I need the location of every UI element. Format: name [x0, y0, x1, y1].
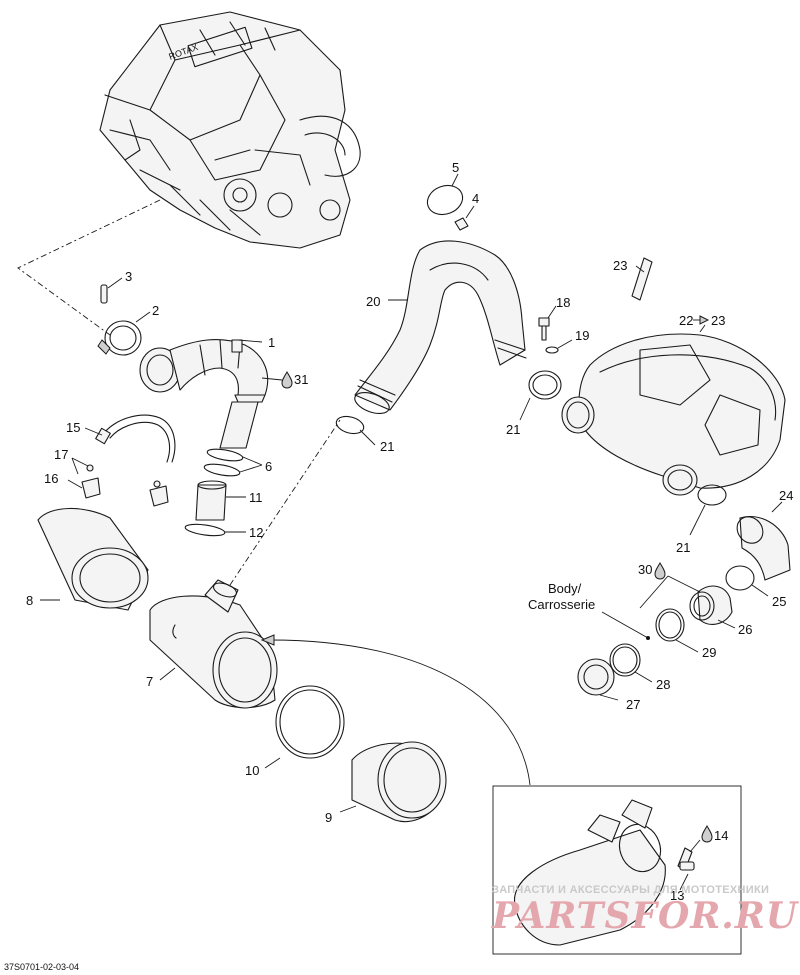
- clamp-part-21-left: [335, 415, 365, 435]
- callout-17: 17: [54, 447, 68, 462]
- gasket-part-28: [609, 643, 641, 677]
- callout-4: 4: [472, 191, 479, 206]
- callout-21-left: 21: [380, 439, 394, 454]
- callout-10: 10: [245, 763, 259, 778]
- tailpipe-part-9: [351, 741, 447, 823]
- bracket-part-16: [81, 477, 169, 507]
- callout-3: 3: [125, 269, 132, 284]
- callout-24: 24: [779, 488, 793, 503]
- callout-5: 5: [452, 160, 459, 175]
- sleeve-part-11: [195, 480, 227, 521]
- exhaust-pipe-part-1: [139, 339, 269, 449]
- reference-code: 37S0701-02-03-04: [4, 962, 79, 972]
- watermark-brand: PARTSFOR.RU: [491, 895, 800, 937]
- ring-part-27: [577, 658, 615, 696]
- gasket-part-6: [203, 448, 244, 477]
- clamp-part-2: [97, 320, 142, 356]
- callout-21-middle: 21: [506, 422, 520, 437]
- body-label-line1: Body/: [548, 581, 582, 596]
- engine-connection-line: [17, 199, 161, 336]
- callout-18: 18: [556, 295, 570, 310]
- callout-1: 1: [268, 335, 275, 350]
- muffler-part-7: [149, 579, 278, 709]
- callout-15: 15: [66, 420, 80, 435]
- callout-29: 29: [702, 645, 716, 660]
- resonator-part-22: [561, 333, 786, 496]
- oil-drop-icon: [654, 562, 666, 580]
- callout-19: 19: [575, 328, 589, 343]
- exhaust-hose-part-20: [354, 240, 527, 415]
- oil-drop-icon: [701, 825, 713, 843]
- washer-part-19: [545, 346, 559, 354]
- heat-shield-part-8: [37, 507, 149, 611]
- callout-26: 26: [738, 622, 752, 637]
- callout-14: 14: [714, 828, 728, 843]
- elbow-part-24: [736, 516, 791, 581]
- clamp-ring-part-10: [275, 685, 345, 759]
- callout-23: 23: [613, 258, 627, 273]
- callout-11: 11: [249, 490, 263, 505]
- callout-22-target: 23: [711, 313, 725, 328]
- clamp-part-21-right: [697, 484, 727, 506]
- callout-27: 27: [626, 697, 640, 712]
- callout-30: 30: [638, 562, 652, 577]
- rod-part-23: [631, 257, 653, 301]
- callout-7: 7: [146, 674, 153, 689]
- callout-31: 31: [294, 372, 308, 387]
- callout-22: 22: [679, 313, 693, 328]
- strap-part-15: [95, 414, 176, 463]
- clamp-part-25: [725, 565, 755, 591]
- callout-21-right: 21: [676, 540, 690, 555]
- gasket-part-29: [655, 608, 685, 642]
- callout-8: 8: [26, 593, 33, 608]
- outlet-fitting-part-26: [689, 585, 733, 625]
- callout-12: 12: [249, 525, 263, 540]
- callout-20: 20: [366, 294, 380, 309]
- clamp-part-5: [426, 184, 464, 216]
- engine-assembly: ROTAX: [99, 11, 361, 249]
- body-label-line2: Carrosserie: [528, 597, 595, 612]
- callout-6: 6: [265, 459, 272, 474]
- watermark-tagline: ЗАПЧАСТИ И АКСЕССУАРЫ ДЛЯ МОТОТЕХНИКИ: [492, 884, 769, 896]
- callout-13: 13: [670, 888, 684, 903]
- screw-part-17: [86, 464, 161, 488]
- callout-25: 25: [772, 594, 786, 609]
- nut-part-4: [454, 217, 469, 231]
- pipe-connection-line: [229, 419, 341, 586]
- detail-box: [492, 785, 742, 955]
- pin-part-3: [100, 284, 108, 304]
- callout-2: 2: [152, 303, 159, 318]
- callout-9: 9: [325, 810, 332, 825]
- gasket-part-12: [184, 523, 226, 537]
- oil-drop-icon: [281, 371, 293, 389]
- callout-16: 16: [44, 471, 58, 486]
- bolt-part-18: [538, 317, 550, 341]
- callout-28: 28: [656, 677, 670, 692]
- clamp-part-21-middle: [528, 370, 562, 400]
- detail-arrow: [269, 639, 531, 786]
